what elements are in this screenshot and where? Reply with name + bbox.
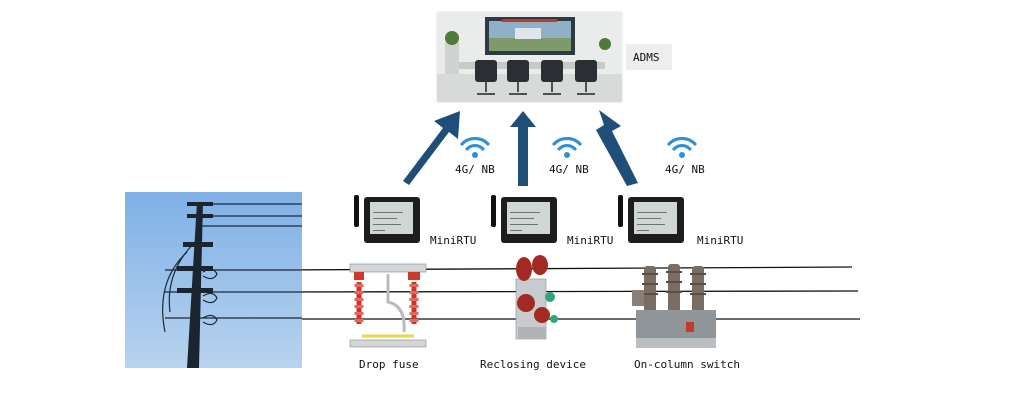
wifi-icon [552, 136, 582, 158]
rtu-device-middle [491, 195, 557, 243]
control-room-image [437, 12, 622, 102]
antenna-icon [491, 195, 496, 227]
link-label-middle: 4G/ NB [549, 163, 589, 176]
rtu-screen [370, 202, 413, 234]
device-label-on-column-switch: On-column switch [634, 358, 740, 371]
link-label-left: 4G/ NB [455, 163, 495, 176]
antenna-icon [618, 195, 623, 227]
reclosing-device-image [515, 255, 558, 340]
link-label-right: 4G/ NB [665, 163, 705, 176]
rtu-device-left [354, 195, 420, 243]
adms-label: ADMS [633, 51, 660, 64]
rtu-screen [634, 202, 677, 234]
uplink-arrow-right [596, 110, 638, 186]
uplink-arrow-middle [510, 111, 536, 186]
device-label-reclosing-device: Reclosing device [480, 358, 586, 371]
antenna-icon [354, 195, 359, 227]
utility-pole-illustration [125, 192, 302, 368]
power-line-middle [277, 290, 859, 293]
rtu-label-left: MiniRTU [430, 234, 477, 247]
rtu-screen [507, 202, 550, 234]
wifi-icon [667, 136, 697, 158]
rtu-label-right: MiniRTU [697, 234, 744, 247]
utility-pole-image [125, 192, 302, 368]
uplink-arrow-left [403, 111, 460, 185]
control-room-illustration [437, 12, 622, 102]
rtu-label-middle: MiniRTU [567, 234, 614, 247]
adms-label-box [626, 44, 672, 70]
wifi-icon [460, 136, 490, 158]
on-column-switch-image [632, 264, 716, 348]
device-label-drop-fuse: Drop fuse [359, 358, 419, 371]
rtu-device-right [618, 195, 684, 243]
drop-fuse-image [349, 263, 427, 348]
